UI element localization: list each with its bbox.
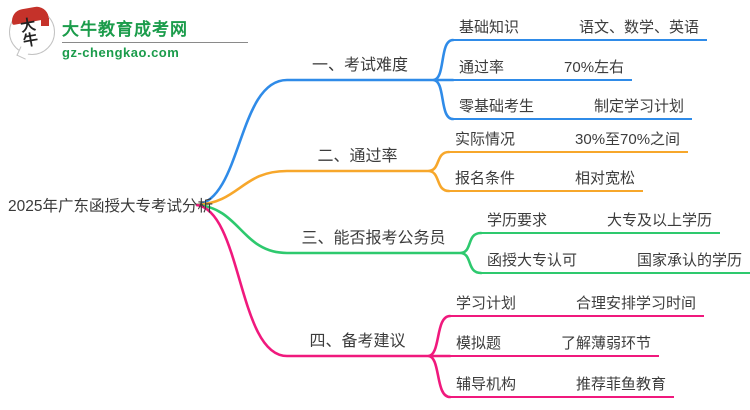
child-value: 70%左右 bbox=[564, 59, 625, 76]
branch-label-civil-service: 三、能否报考公务员 bbox=[301, 230, 446, 247]
child-label: 辅导机构 bbox=[456, 376, 517, 393]
child-node-row: 实际情况 30%至70%之间 bbox=[447, 128, 689, 153]
child-value: 国家承认的学历 bbox=[637, 252, 743, 269]
branch-label-exam-difficulty: 一、考试难度 bbox=[311, 57, 408, 74]
child-value: 语文、数学、英语 bbox=[579, 19, 700, 36]
child-node-row: 通过率 70%左右 bbox=[451, 56, 633, 81]
child-label: 学历要求 bbox=[487, 212, 548, 229]
child-node-row: 模拟题 了解薄弱环节 bbox=[448, 332, 660, 357]
child-node-row: 函授大专认可 国家承认的学历 bbox=[479, 249, 750, 274]
child-label: 函授大专认可 bbox=[487, 252, 578, 269]
logo-text-block: 大牛教育成考网 gz-chengkao.com bbox=[62, 15, 248, 60]
child-label: 零基础考生 bbox=[459, 98, 535, 115]
site-url: gz-chengkao.com bbox=[62, 45, 180, 60]
child-value: 推荐菲鱼教育 bbox=[576, 376, 667, 393]
child-label: 实际情况 bbox=[455, 131, 516, 148]
branch-label-pass-rate: 二、通过率 bbox=[317, 148, 398, 165]
child-value: 制定学习计划 bbox=[594, 98, 685, 115]
child-value: 相对宽松 bbox=[575, 170, 636, 187]
child-value: 了解薄弱环节 bbox=[561, 335, 652, 352]
child-node-row: 辅导机构 推荐菲鱼教育 bbox=[448, 373, 675, 398]
child-value: 30%至70%之间 bbox=[575, 131, 681, 148]
site-name: 大牛教育成考网 bbox=[62, 20, 188, 39]
logo-icon: 大牛 bbox=[9, 4, 55, 60]
child-label: 通过率 bbox=[459, 59, 505, 76]
child-node-row: 零基础考生 制定学习计划 bbox=[451, 95, 693, 120]
child-label: 模拟题 bbox=[456, 335, 502, 352]
site-logo: 大牛 大牛教育成考网 gz-chengkao.com bbox=[9, 4, 248, 60]
root-node: 2025年广东函授大专考试分析 bbox=[8, 198, 213, 215]
logo-seal-icon bbox=[41, 18, 49, 26]
child-node-row: 基础知识 语文、数学、英语 bbox=[451, 16, 708, 41]
logo-characters: 大牛 bbox=[19, 17, 40, 51]
child-label: 基础知识 bbox=[459, 19, 520, 36]
child-node-row: 报名条件 相对宽松 bbox=[447, 167, 644, 192]
child-label: 报名条件 bbox=[455, 170, 516, 187]
logo-divider bbox=[62, 42, 248, 43]
branch-label-prep-advice: 四、备考建议 bbox=[309, 333, 406, 350]
child-node-row: 学习计划 合理安排学习时间 bbox=[448, 292, 705, 317]
child-value: 合理安排学习时间 bbox=[576, 295, 697, 312]
child-label: 学习计划 bbox=[456, 295, 517, 312]
child-node-row: 学历要求 大专及以上学历 bbox=[479, 209, 721, 234]
child-value: 大专及以上学历 bbox=[607, 212, 713, 229]
